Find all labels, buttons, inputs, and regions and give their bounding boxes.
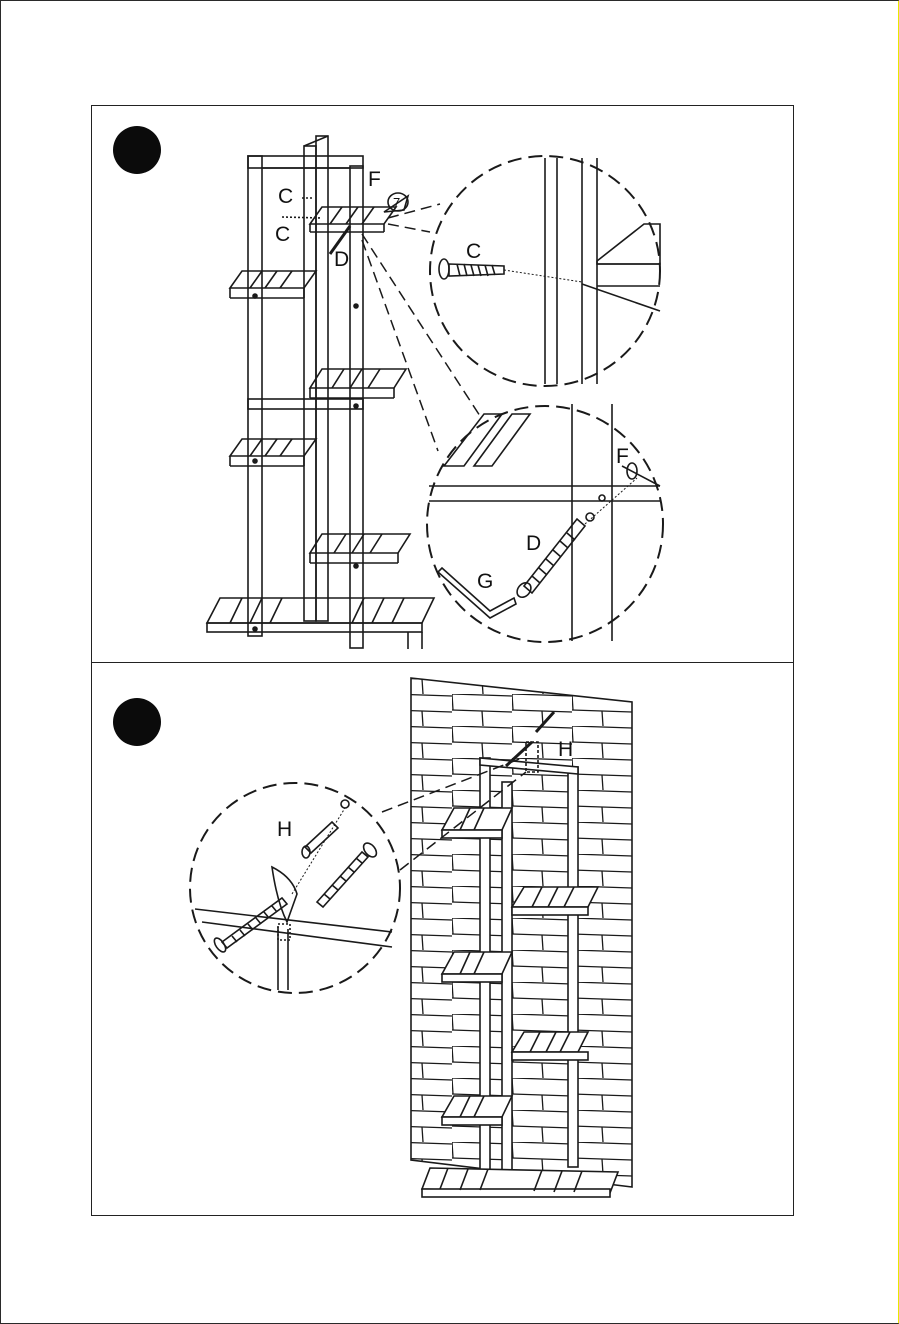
callout-leaders bbox=[362, 204, 480, 451]
zoom-label-f: F bbox=[616, 445, 629, 468]
zoom-detail-bolt-d bbox=[427, 404, 663, 642]
zoom-detail-screw-c bbox=[430, 156, 660, 386]
zoom-detail-wall-anchor bbox=[190, 783, 400, 993]
right-shelf-upper bbox=[310, 369, 406, 398]
zoom-label-d: D bbox=[526, 532, 541, 555]
part-label-c-bottom: C bbox=[275, 223, 290, 246]
step-2-illustration: H H bbox=[92, 662, 795, 1215]
base-shelf bbox=[207, 598, 434, 649]
zoom-label-g: G bbox=[477, 570, 493, 593]
step-1-panel: C C F D 7 C D G F bbox=[92, 106, 793, 663]
left-shelf-middle bbox=[230, 439, 316, 466]
step-1-illustration: C C F D 7 C D G F bbox=[92, 106, 795, 662]
left-shelf-upper bbox=[230, 271, 316, 298]
brick-wall bbox=[411, 678, 632, 1187]
zoom-label-h: H bbox=[277, 818, 292, 841]
step-2-panel: H H bbox=[92, 662, 793, 1215]
shelf-tower-frame bbox=[248, 136, 363, 648]
callout-number: 7 bbox=[393, 195, 400, 210]
zoom-label-c: C bbox=[466, 240, 481, 263]
part-label-d: D bbox=[334, 248, 349, 271]
part-label-f: F bbox=[368, 168, 381, 191]
right-shelf-top bbox=[310, 207, 396, 232]
part-label-h: H bbox=[558, 738, 573, 761]
right-shelf-lower bbox=[310, 534, 410, 563]
instruction-sheet: C C F D 7 C D G F bbox=[91, 105, 794, 1216]
part-label-c-top: C bbox=[278, 185, 293, 208]
